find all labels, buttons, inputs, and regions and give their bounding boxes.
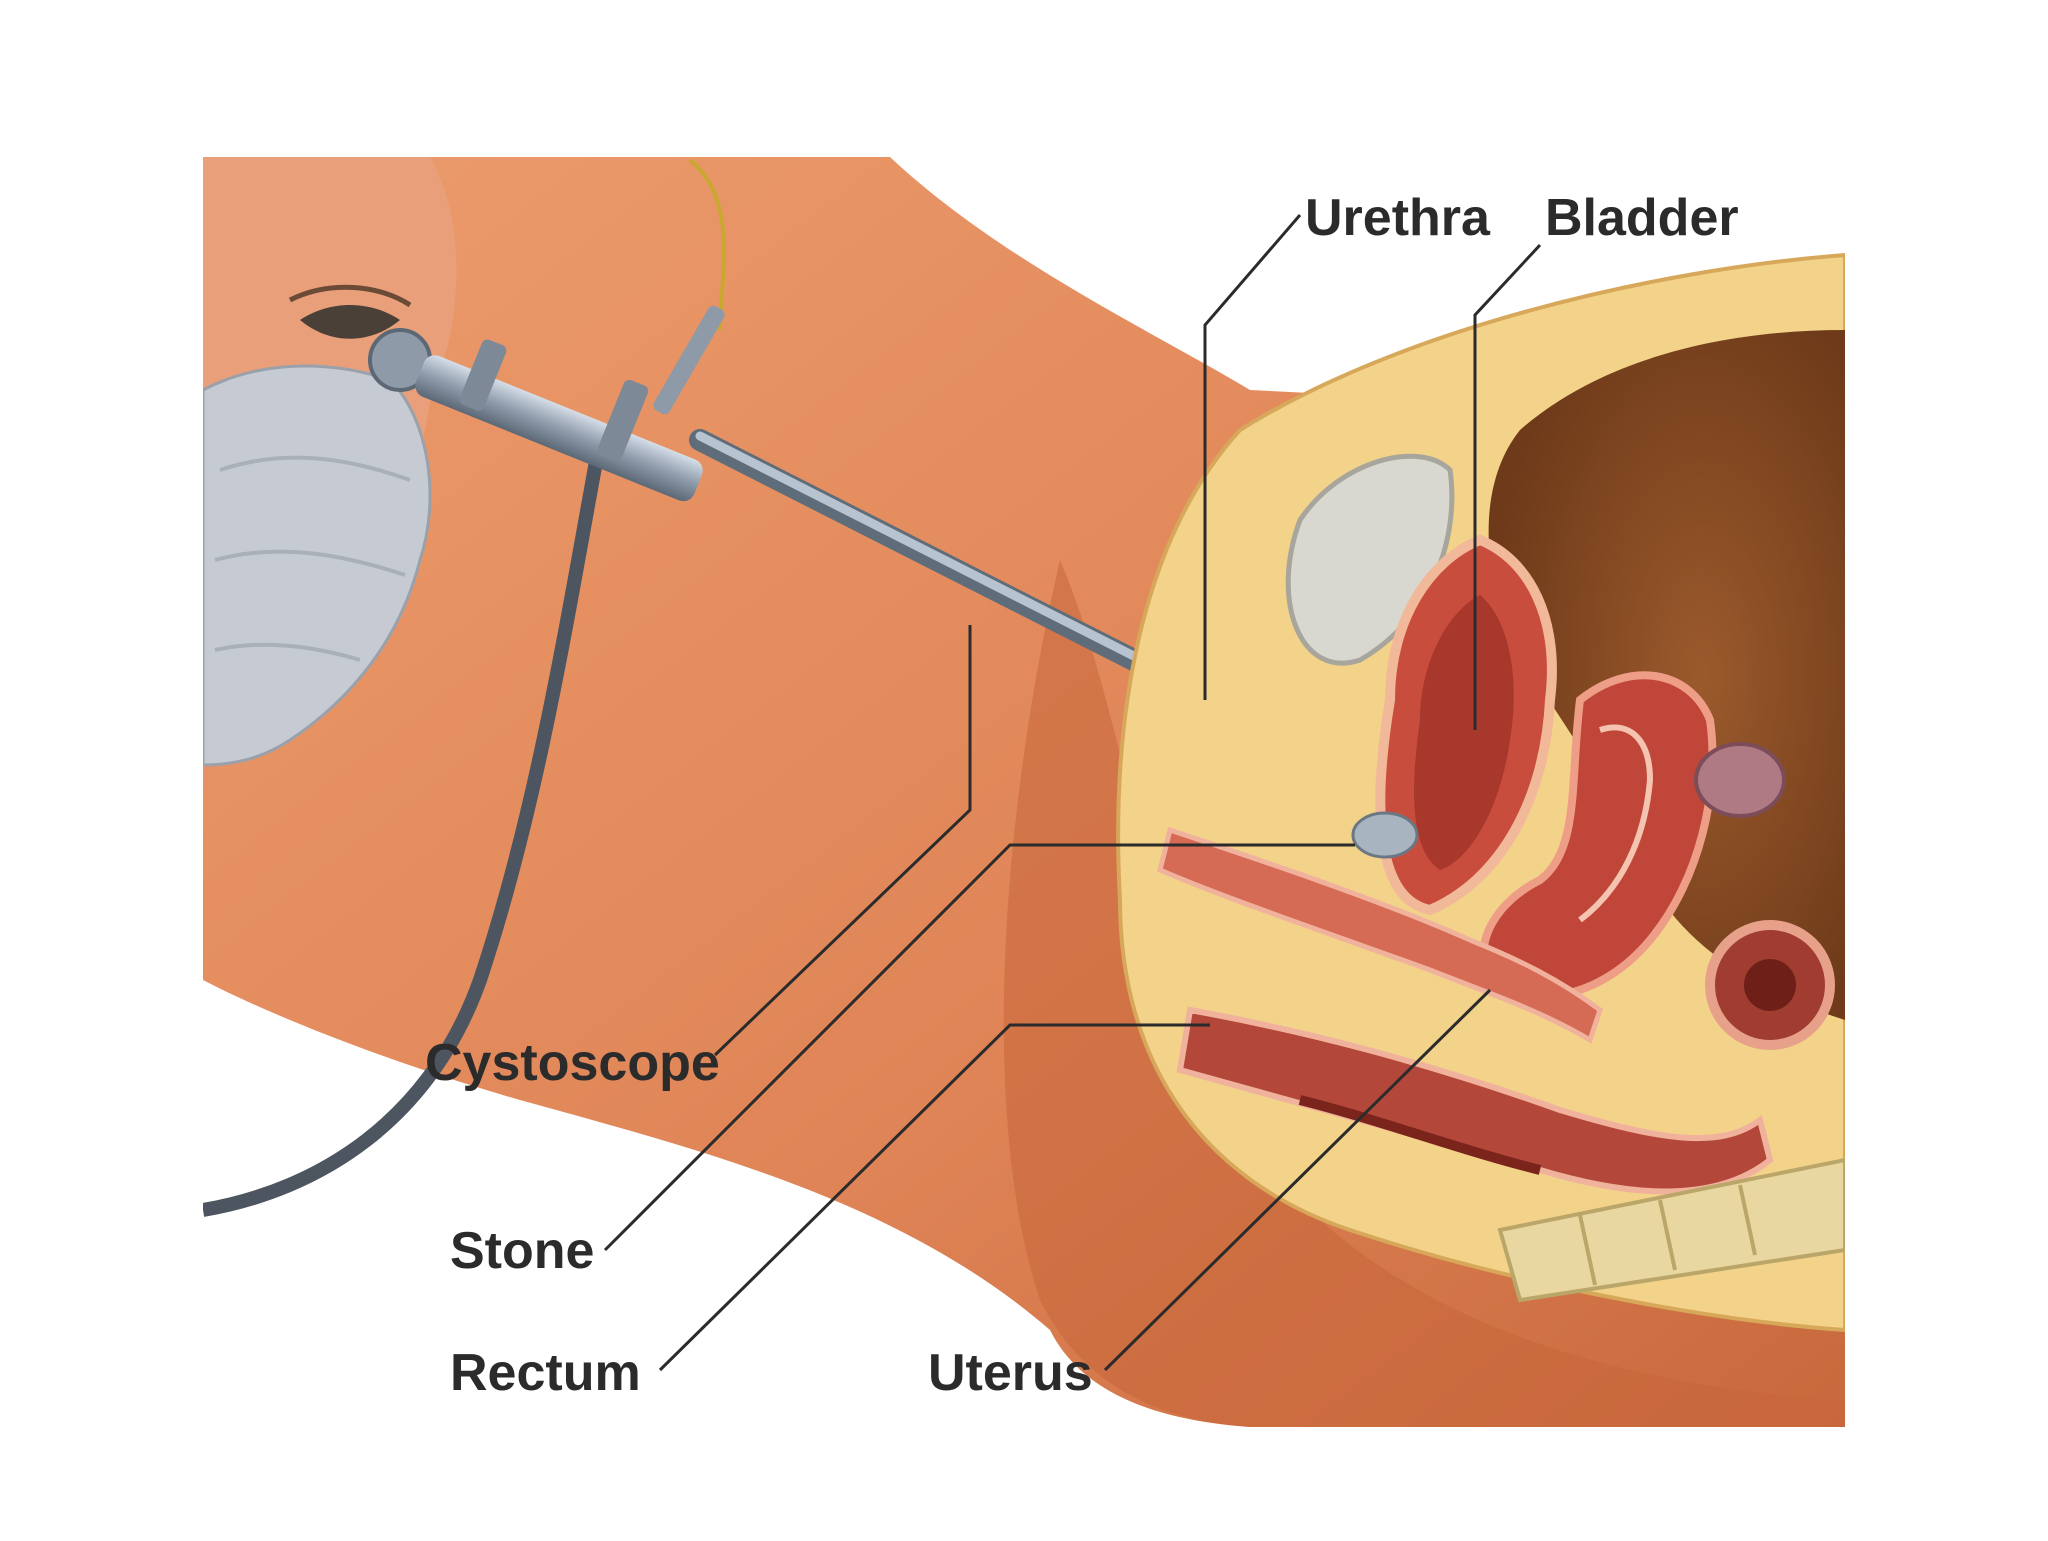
sacrum-bones	[1497, 1157, 1845, 1303]
stone-shape	[1351, 811, 1419, 859]
uterus-leader	[1103, 988, 1492, 1372]
urethra-leader	[1203, 214, 1302, 700]
label-cystoscope: Cystoscope	[425, 1034, 720, 1092]
light-cable	[203, 438, 607, 1217]
vaginal-canal	[1157, 826, 1603, 1044]
stone-leader	[603, 843, 1355, 1252]
surgeon-eye	[300, 305, 400, 339]
uterus-organ	[1479, 671, 1717, 1001]
rectum-leader	[658, 1023, 1210, 1372]
label-uterus: Uterus	[928, 1344, 1093, 1402]
ovary-shape	[1694, 742, 1786, 818]
thigh-shadow	[1003, 560, 1845, 1427]
bladder-leader	[1473, 243, 1542, 730]
surgeon-mask	[203, 364, 432, 767]
cystoscope-leader	[713, 625, 972, 1057]
label-rectum: Rectum	[450, 1344, 641, 1402]
label-bladder: Bladder	[1545, 189, 1739, 247]
label-stone: Stone	[450, 1222, 594, 1280]
label-urethra: Urethra	[1305, 189, 1491, 247]
